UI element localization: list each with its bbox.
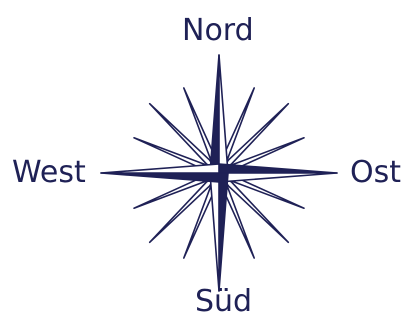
label-north: Nord bbox=[182, 16, 254, 46]
cardinal-point-west-light bbox=[101, 164, 219, 173]
star-point bbox=[219, 173, 288, 242]
cardinal-point-south-light bbox=[210, 173, 219, 291]
cardinal-point-east-light bbox=[219, 173, 337, 182]
label-south: Süd bbox=[195, 287, 252, 317]
cardinal-point-north-light bbox=[219, 55, 228, 173]
label-west: West bbox=[12, 158, 86, 188]
cardinal-point-west-dark bbox=[101, 173, 219, 182]
cardinal-point-north-dark bbox=[210, 55, 219, 173]
cardinal-point-east-dark bbox=[219, 164, 337, 173]
star-point bbox=[150, 104, 219, 173]
cardinal-point-south-dark bbox=[219, 173, 228, 291]
star-point bbox=[219, 104, 288, 173]
label-east: Ost bbox=[350, 158, 401, 188]
star-point bbox=[150, 173, 219, 242]
cardinal-points bbox=[101, 55, 337, 291]
